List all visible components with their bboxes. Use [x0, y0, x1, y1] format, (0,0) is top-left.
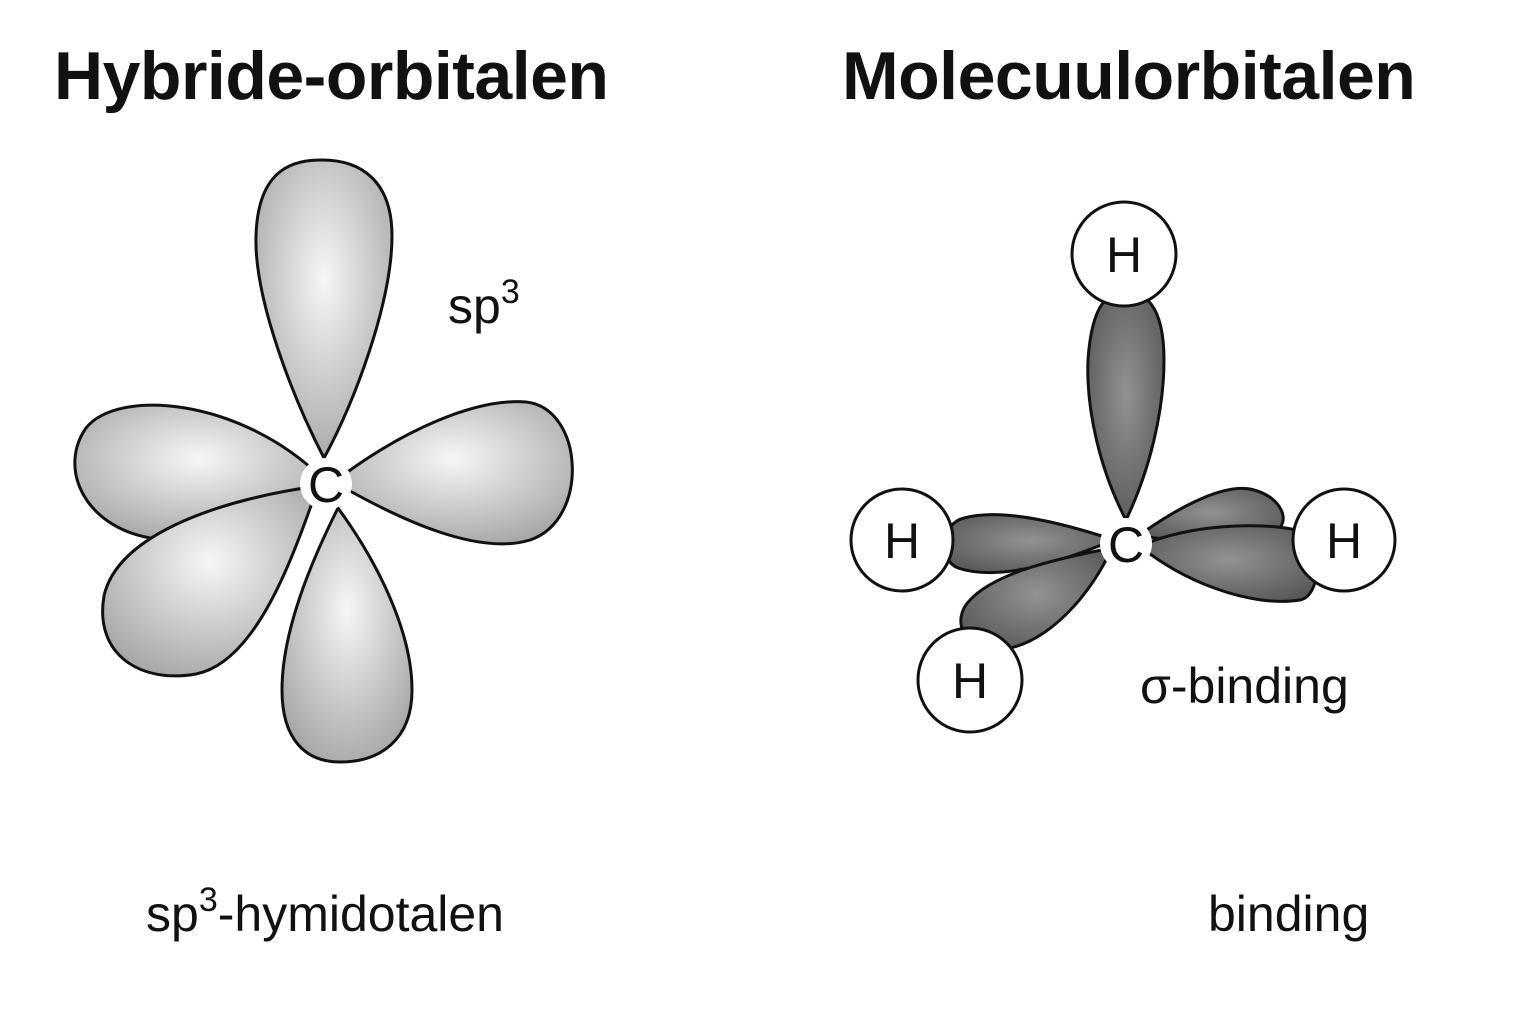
hydrogen-label-bottom: H [952, 653, 988, 709]
hybrid-lobe-bottom [280, 505, 414, 764]
caption-hybrid-rest: -hymidotalen [217, 886, 504, 942]
molecule-orbital-group: C H H H H [849, 200, 1397, 734]
hydrogen-atom-top [1070, 200, 1178, 308]
molecule-carbon-atom [1100, 518, 1152, 570]
hybrid-lobe-top [254, 158, 394, 462]
sp3-label: sp3 [448, 273, 520, 342]
hybrid-carbon-label: C [308, 457, 344, 513]
hydrogen-label-top: H [1106, 227, 1142, 283]
hybrid-lobe-lower-left [101, 484, 321, 678]
hybrid-carbon-atom [300, 458, 352, 510]
hybrid-lobe-right [331, 400, 574, 546]
sp3-label-text: sp [448, 278, 501, 334]
hydrogen-label-right: H [1326, 513, 1362, 569]
hybrid-orbital-group: C [73, 158, 574, 764]
caption-hybrid-prefix: sp [146, 886, 199, 942]
hydrogen-atom-left [849, 487, 955, 593]
hydrogen-atom-bottom [916, 626, 1024, 734]
heading-molecular-orbitals: Molecuulorbitalen [842, 38, 1416, 114]
molecule-carbon-label: C [1108, 517, 1144, 573]
hydrogen-atom-right [1291, 487, 1397, 593]
caption-hybrid: sp3-hymidotalen [146, 881, 504, 950]
bond-lobe-top [1086, 290, 1166, 524]
heading-hybrid-orbitals: Hybride-orbitalen [54, 38, 609, 114]
bond-lobe-right [1137, 524, 1319, 603]
caption-hybrid-superscript: 3 [198, 881, 218, 919]
sigma-bond-label: σ-binding [1140, 658, 1349, 714]
caption-binding: binding [1208, 886, 1370, 942]
hydrogen-label-left: H [884, 513, 920, 569]
sp3-label-superscript: 3 [500, 273, 520, 311]
